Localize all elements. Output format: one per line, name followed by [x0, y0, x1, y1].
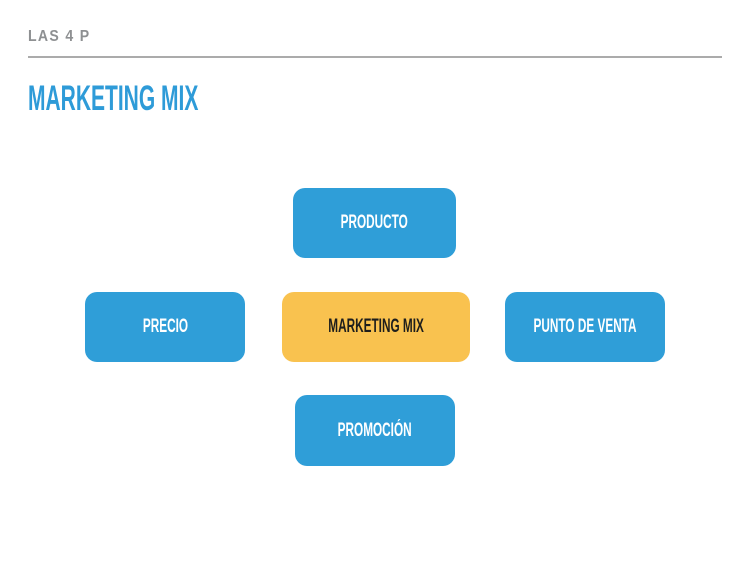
page-title: MARKETING MIX: [28, 81, 312, 117]
diagram-node-promocion: PROMOCIÓN: [295, 395, 455, 466]
diagram-node-producto-label: PRODUCTO: [340, 212, 409, 233]
page-title-text: MARKETING MIX: [28, 79, 199, 118]
diagram-node-punto-de-venta-label: PUNTO DE VENTA: [533, 316, 637, 337]
slide-kicker-text: LAS 4 P: [28, 28, 91, 45]
diagram-node-marketing-mix: MARKETING MIX: [282, 292, 470, 362]
diagram-node-producto: PRODUCTO: [293, 188, 456, 258]
slide-kicker: LAS 4 P: [28, 28, 99, 46]
diagram-node-precio: PRECIO: [85, 292, 245, 362]
diagram-node-promocion-label: PROMOCIÓN: [338, 419, 412, 441]
header-divider: [28, 56, 722, 58]
diagram-node-punto-de-venta: PUNTO DE VENTA: [505, 292, 665, 362]
diagram-node-precio-label: PRECIO: [142, 316, 188, 337]
diagram-node-marketing-mix-label: MARKETING MIX: [328, 316, 424, 337]
